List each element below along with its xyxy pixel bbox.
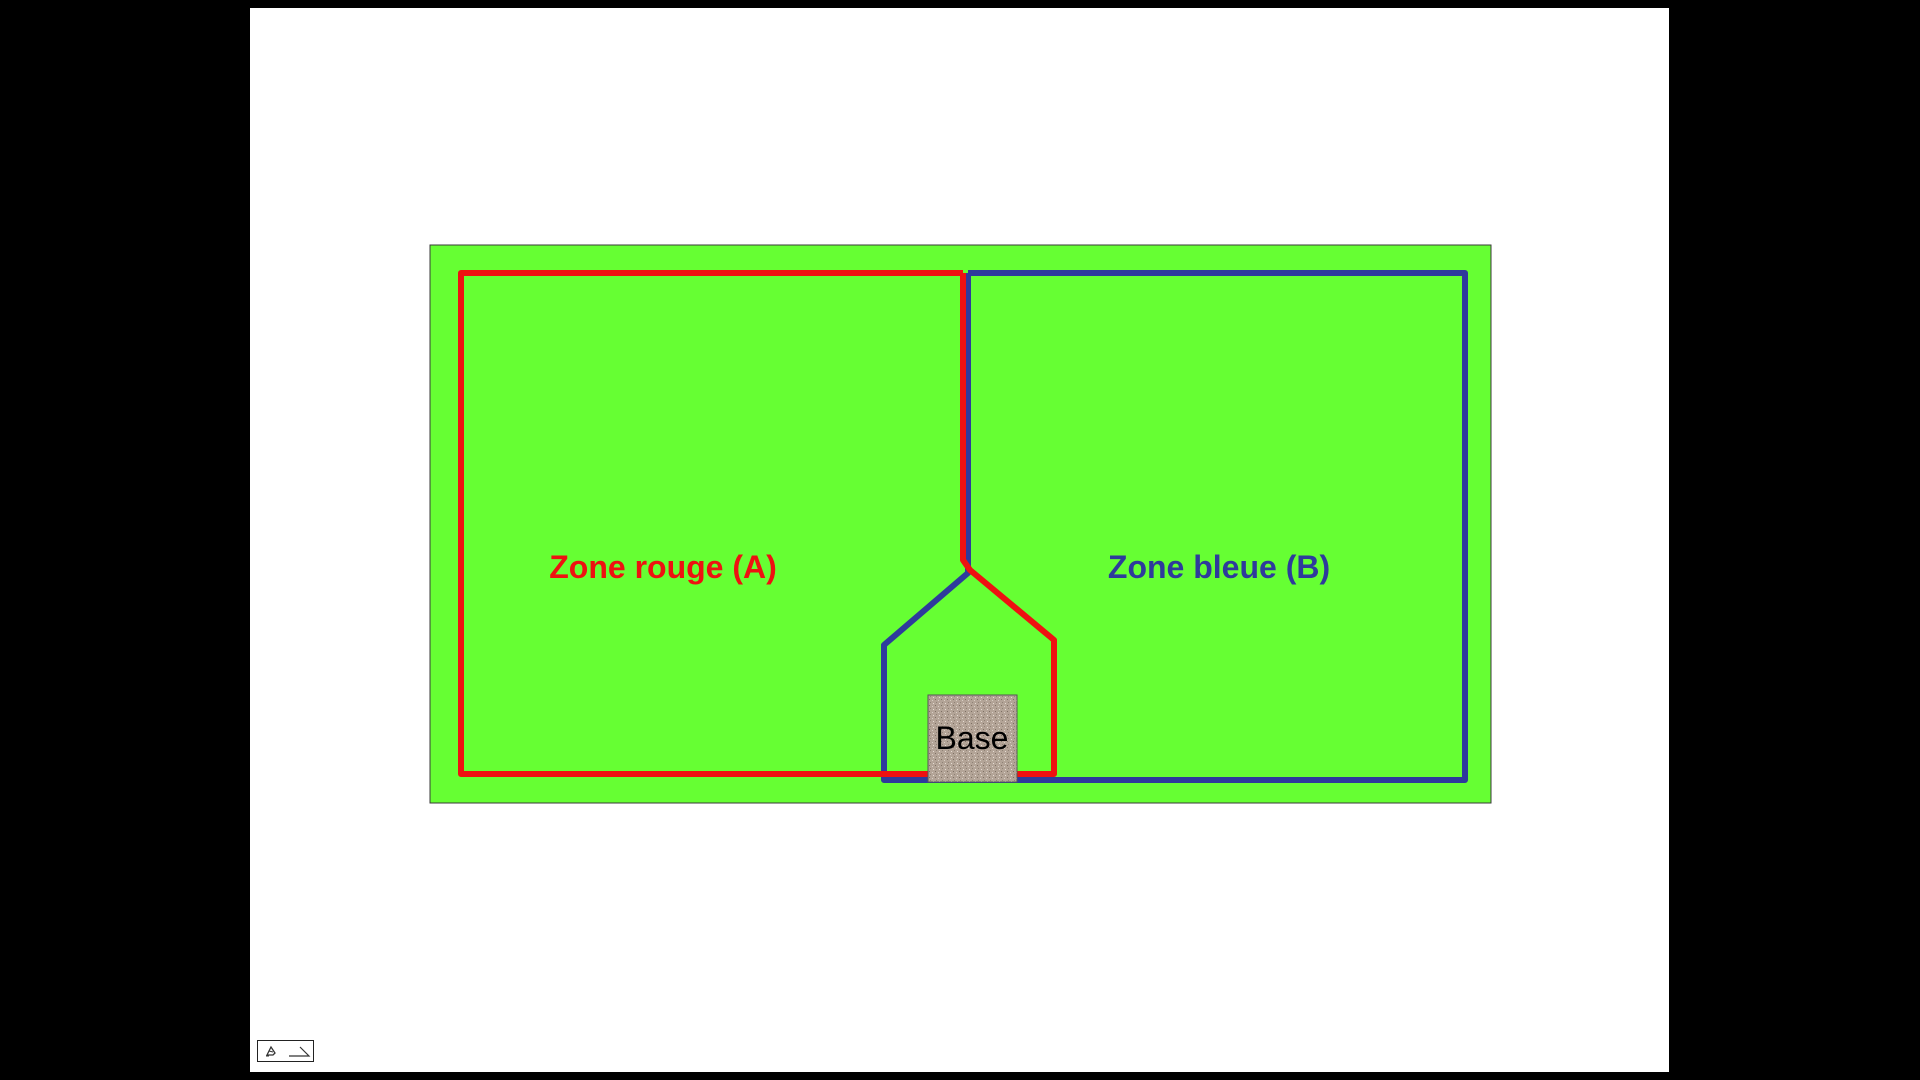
slide-nav-icon[interactable]: [286, 1041, 314, 1061]
zone-a-outline: [458, 270, 1057, 777]
zone-a-label: Zone rouge (A): [549, 549, 777, 585]
zone-b-label: Zone bleue (B): [1108, 549, 1330, 585]
zone-b-outline: [881, 270, 1468, 783]
base-label: Base: [936, 720, 1009, 756]
zone-diagram: Base Zone rouge (A) Zone bleue (B): [429, 244, 1492, 804]
slide-controls: [257, 1040, 314, 1062]
pen-icon[interactable]: [258, 1041, 286, 1061]
slide: Base Zone rouge (A) Zone bleue (B): [250, 8, 1669, 1072]
base-area: [927, 694, 1018, 783]
